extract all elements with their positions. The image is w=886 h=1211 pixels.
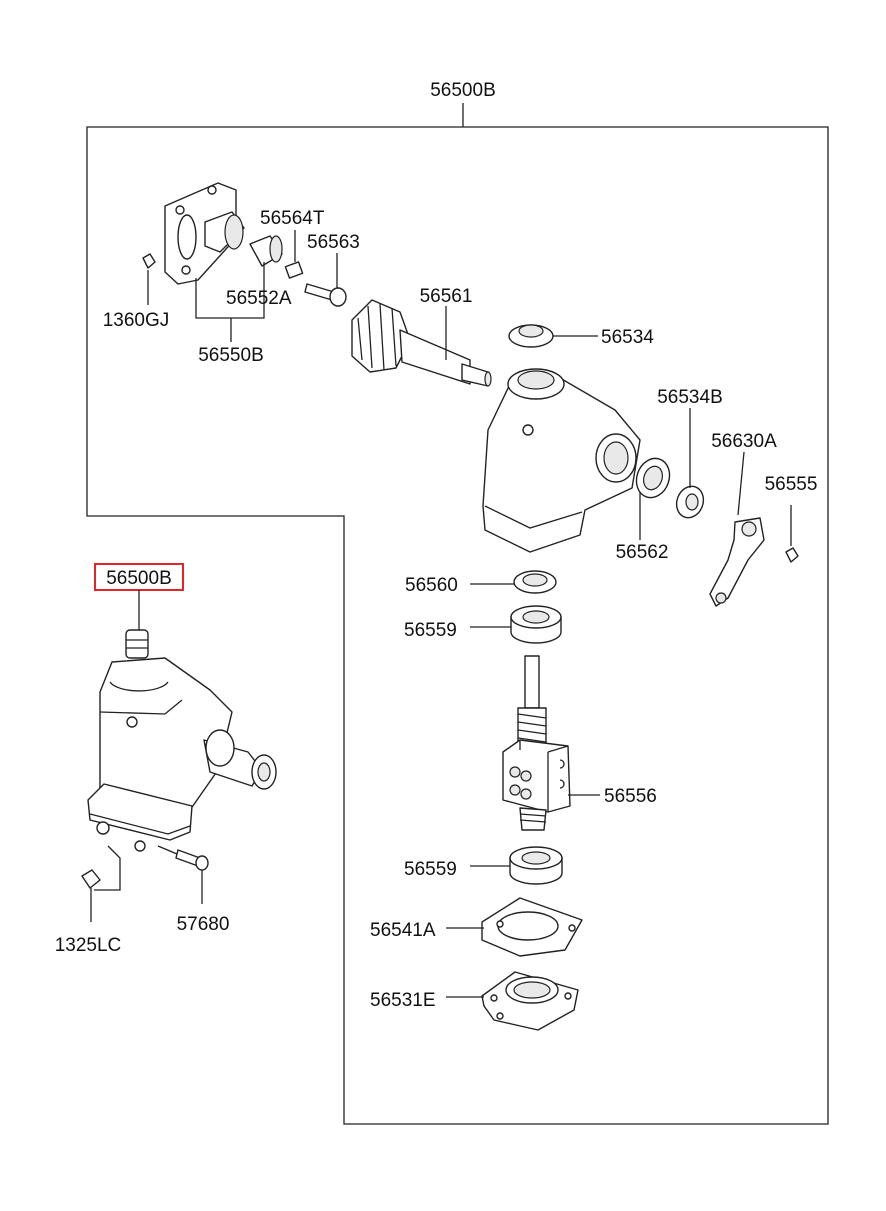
- label-56559-upper: 56559: [404, 620, 457, 641]
- label-56630A: 56630A: [711, 431, 777, 452]
- bracket-56550B: [195, 262, 265, 319]
- label-1325LC: 1325LC: [55, 935, 122, 956]
- label-56562: 56562: [616, 542, 669, 563]
- assembly-label: 56500B: [430, 80, 496, 101]
- label-56563: 56563: [307, 232, 360, 253]
- seal-56534: [508, 324, 554, 348]
- pitman-arm-56630A: [709, 517, 765, 607]
- highlighted-part-label: 56500B: [106, 568, 172, 589]
- bearing-56559-upper: [510, 605, 562, 644]
- washer-56534B: [675, 485, 705, 519]
- bearing-56560: [513, 570, 557, 594]
- worm-shaft-56556: [502, 655, 571, 831]
- bolt-56563: [304, 283, 347, 307]
- label-56556: 56556: [604, 786, 657, 807]
- label-56559-lower: 56559: [404, 859, 457, 880]
- cover-56531E: [481, 971, 579, 1031]
- label-57680: 57680: [177, 914, 230, 935]
- bolt-57680: [157, 845, 209, 871]
- gear-box-assembly: [87, 629, 277, 852]
- seal-56562: [635, 457, 671, 499]
- nut-1360GJ: [142, 253, 156, 269]
- label-56564T: 56564T: [260, 208, 325, 229]
- bearing-56559-lower: [509, 846, 563, 885]
- sector-shaft-56561: [351, 299, 492, 387]
- label-56534B: 56534B: [657, 387, 723, 408]
- assembly-frame: [86, 126, 829, 1125]
- nut-1325LC: [81, 869, 101, 889]
- label-56541A: 56541A: [370, 920, 436, 941]
- label-56560: 56560: [405, 575, 458, 596]
- label-1360GJ: 1360GJ: [103, 310, 170, 331]
- label-56561: 56561: [420, 286, 473, 307]
- bracket-1325LC: [94, 845, 121, 891]
- gasket-56541A: [481, 897, 583, 957]
- label-56534: 56534: [601, 327, 654, 348]
- bushing-56552A: [249, 235, 283, 267]
- cover-plate: [164, 182, 245, 285]
- label-56552A: 56552A: [226, 288, 292, 309]
- label-56555: 56555: [765, 474, 818, 495]
- clip-56564T: [284, 261, 304, 279]
- label-56531E: 56531E: [370, 990, 436, 1011]
- gear-housing: [482, 368, 641, 553]
- nut-56555: [785, 547, 799, 563]
- label-56550B: 56550B: [198, 345, 264, 366]
